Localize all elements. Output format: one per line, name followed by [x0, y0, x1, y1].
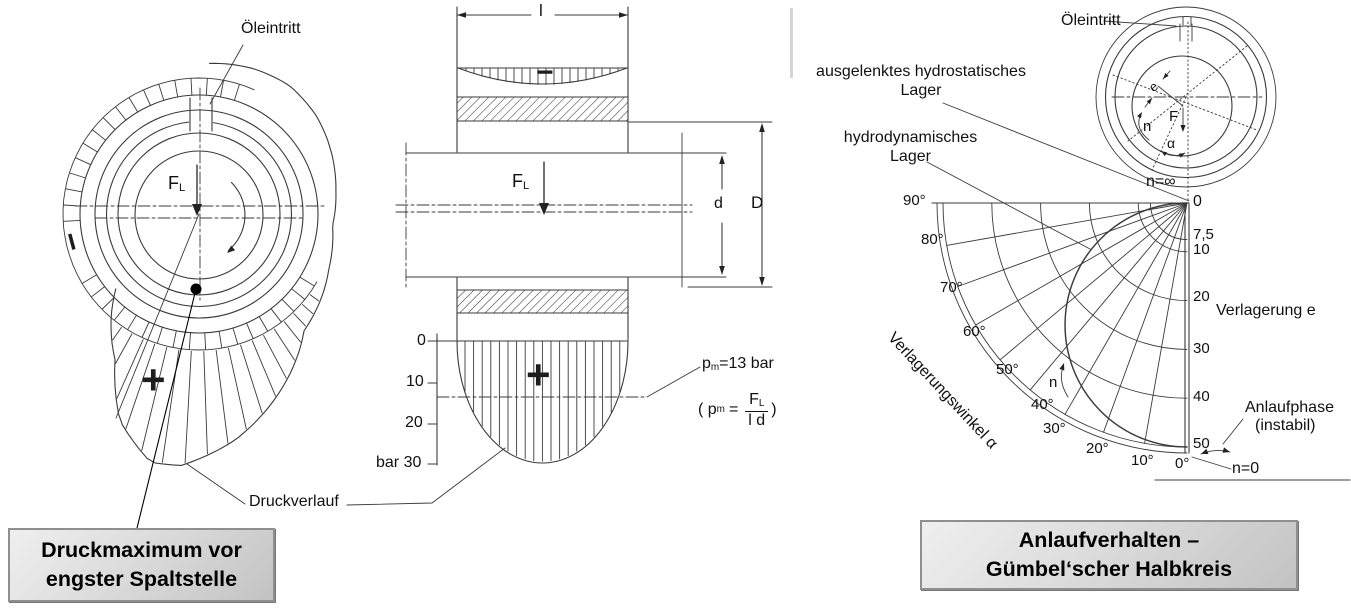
- oil-inlet-label-right: Öleintritt: [1061, 12, 1121, 29]
- n-zero-label: n=0: [1232, 460, 1260, 477]
- attitude-angle-label-small-bearing: α: [1167, 135, 1176, 151]
- force-label-small-bearing: F: [1169, 108, 1179, 125]
- pressure-curve-label: Druckverlauf: [249, 493, 339, 510]
- pressure-max-callout: Druckmaximum vor engster Spaltstelle: [8, 528, 275, 602]
- angle-tick-80: 80°: [921, 231, 944, 248]
- oil-inlet-label-left: Öleintritt: [241, 20, 301, 37]
- speed-label-small-bearing: n: [1143, 118, 1152, 135]
- positive-pressure-symbol-left: +: [141, 356, 166, 403]
- housing-diameter-label: D: [751, 193, 764, 212]
- e-axis-tick-10: 10: [1193, 241, 1210, 258]
- callout-line-2: engster Spaltstelle: [45, 567, 238, 591]
- angle-tick-60: 60°: [963, 323, 986, 340]
- e-axis-tick-7-5: 7,5: [1193, 226, 1214, 243]
- caption-line-1: Anlaufverhalten –: [1018, 528, 1200, 552]
- pressure-scale-tick-20: 20: [405, 414, 423, 431]
- callout-line-1: Druckmaximum vor: [41, 538, 242, 562]
- e-axis-origin-label: 0: [1193, 193, 1202, 210]
- pressure-scale-tick-30: bar 30: [376, 454, 422, 471]
- displacement-axis-label: Verlagerung e: [1216, 302, 1316, 319]
- angle-tick-90: 90°: [903, 192, 926, 209]
- hydrostatic-bearing-label: ausgelenktes hydrostatisches Lager: [816, 63, 1026, 99]
- hydrodynamic-bearing-label: hydrodynamisches Lager: [843, 129, 978, 165]
- caption-box: Anlaufverhalten – Gümbel‘scher Halbkreis: [920, 520, 1298, 590]
- mean-pressure-label: pm=13 bar: [702, 355, 774, 373]
- load-force-label-middle: FL: [512, 171, 530, 193]
- bearing-length-label: l: [539, 1, 543, 20]
- negative-pressure-symbol-middle: −: [536, 56, 554, 89]
- pressure-scale-tick-10: 10: [406, 373, 424, 390]
- e-axis-tick-50: 50: [1193, 435, 1210, 452]
- startup-phase-label-2: (instabil): [1255, 417, 1316, 434]
- angle-tick-20: 20°: [1086, 440, 1109, 457]
- angle-tick-10: 10°: [1131, 452, 1154, 469]
- pressure-scale-tick-0: 0: [417, 332, 426, 349]
- angle-tick-30: 30°: [1043, 420, 1066, 437]
- angle-tick-70: 70°: [940, 279, 963, 296]
- positive-pressure-symbol-middle: +: [526, 351, 551, 398]
- angle-tick-0: 0°: [1175, 455, 1190, 472]
- startup-phase-label-1: Anlaufphase: [1245, 399, 1334, 416]
- e-axis-tick-40: 40: [1193, 388, 1210, 405]
- shaft-diameter-label: d: [714, 195, 723, 212]
- e-axis-tick-20: 20: [1193, 288, 1210, 305]
- load-force-label-left: FL: [168, 173, 186, 195]
- n-infinity-label: n=∞: [1146, 173, 1176, 190]
- angle-tick-40: 40°: [1031, 396, 1054, 413]
- e-axis-tick-30: 30: [1193, 340, 1210, 357]
- angle-tick-50: 50°: [996, 361, 1019, 378]
- caption-line-2: Gümbel‘scher Halbkreis: [985, 557, 1233, 581]
- gumbel-n-label: n: [1049, 374, 1058, 391]
